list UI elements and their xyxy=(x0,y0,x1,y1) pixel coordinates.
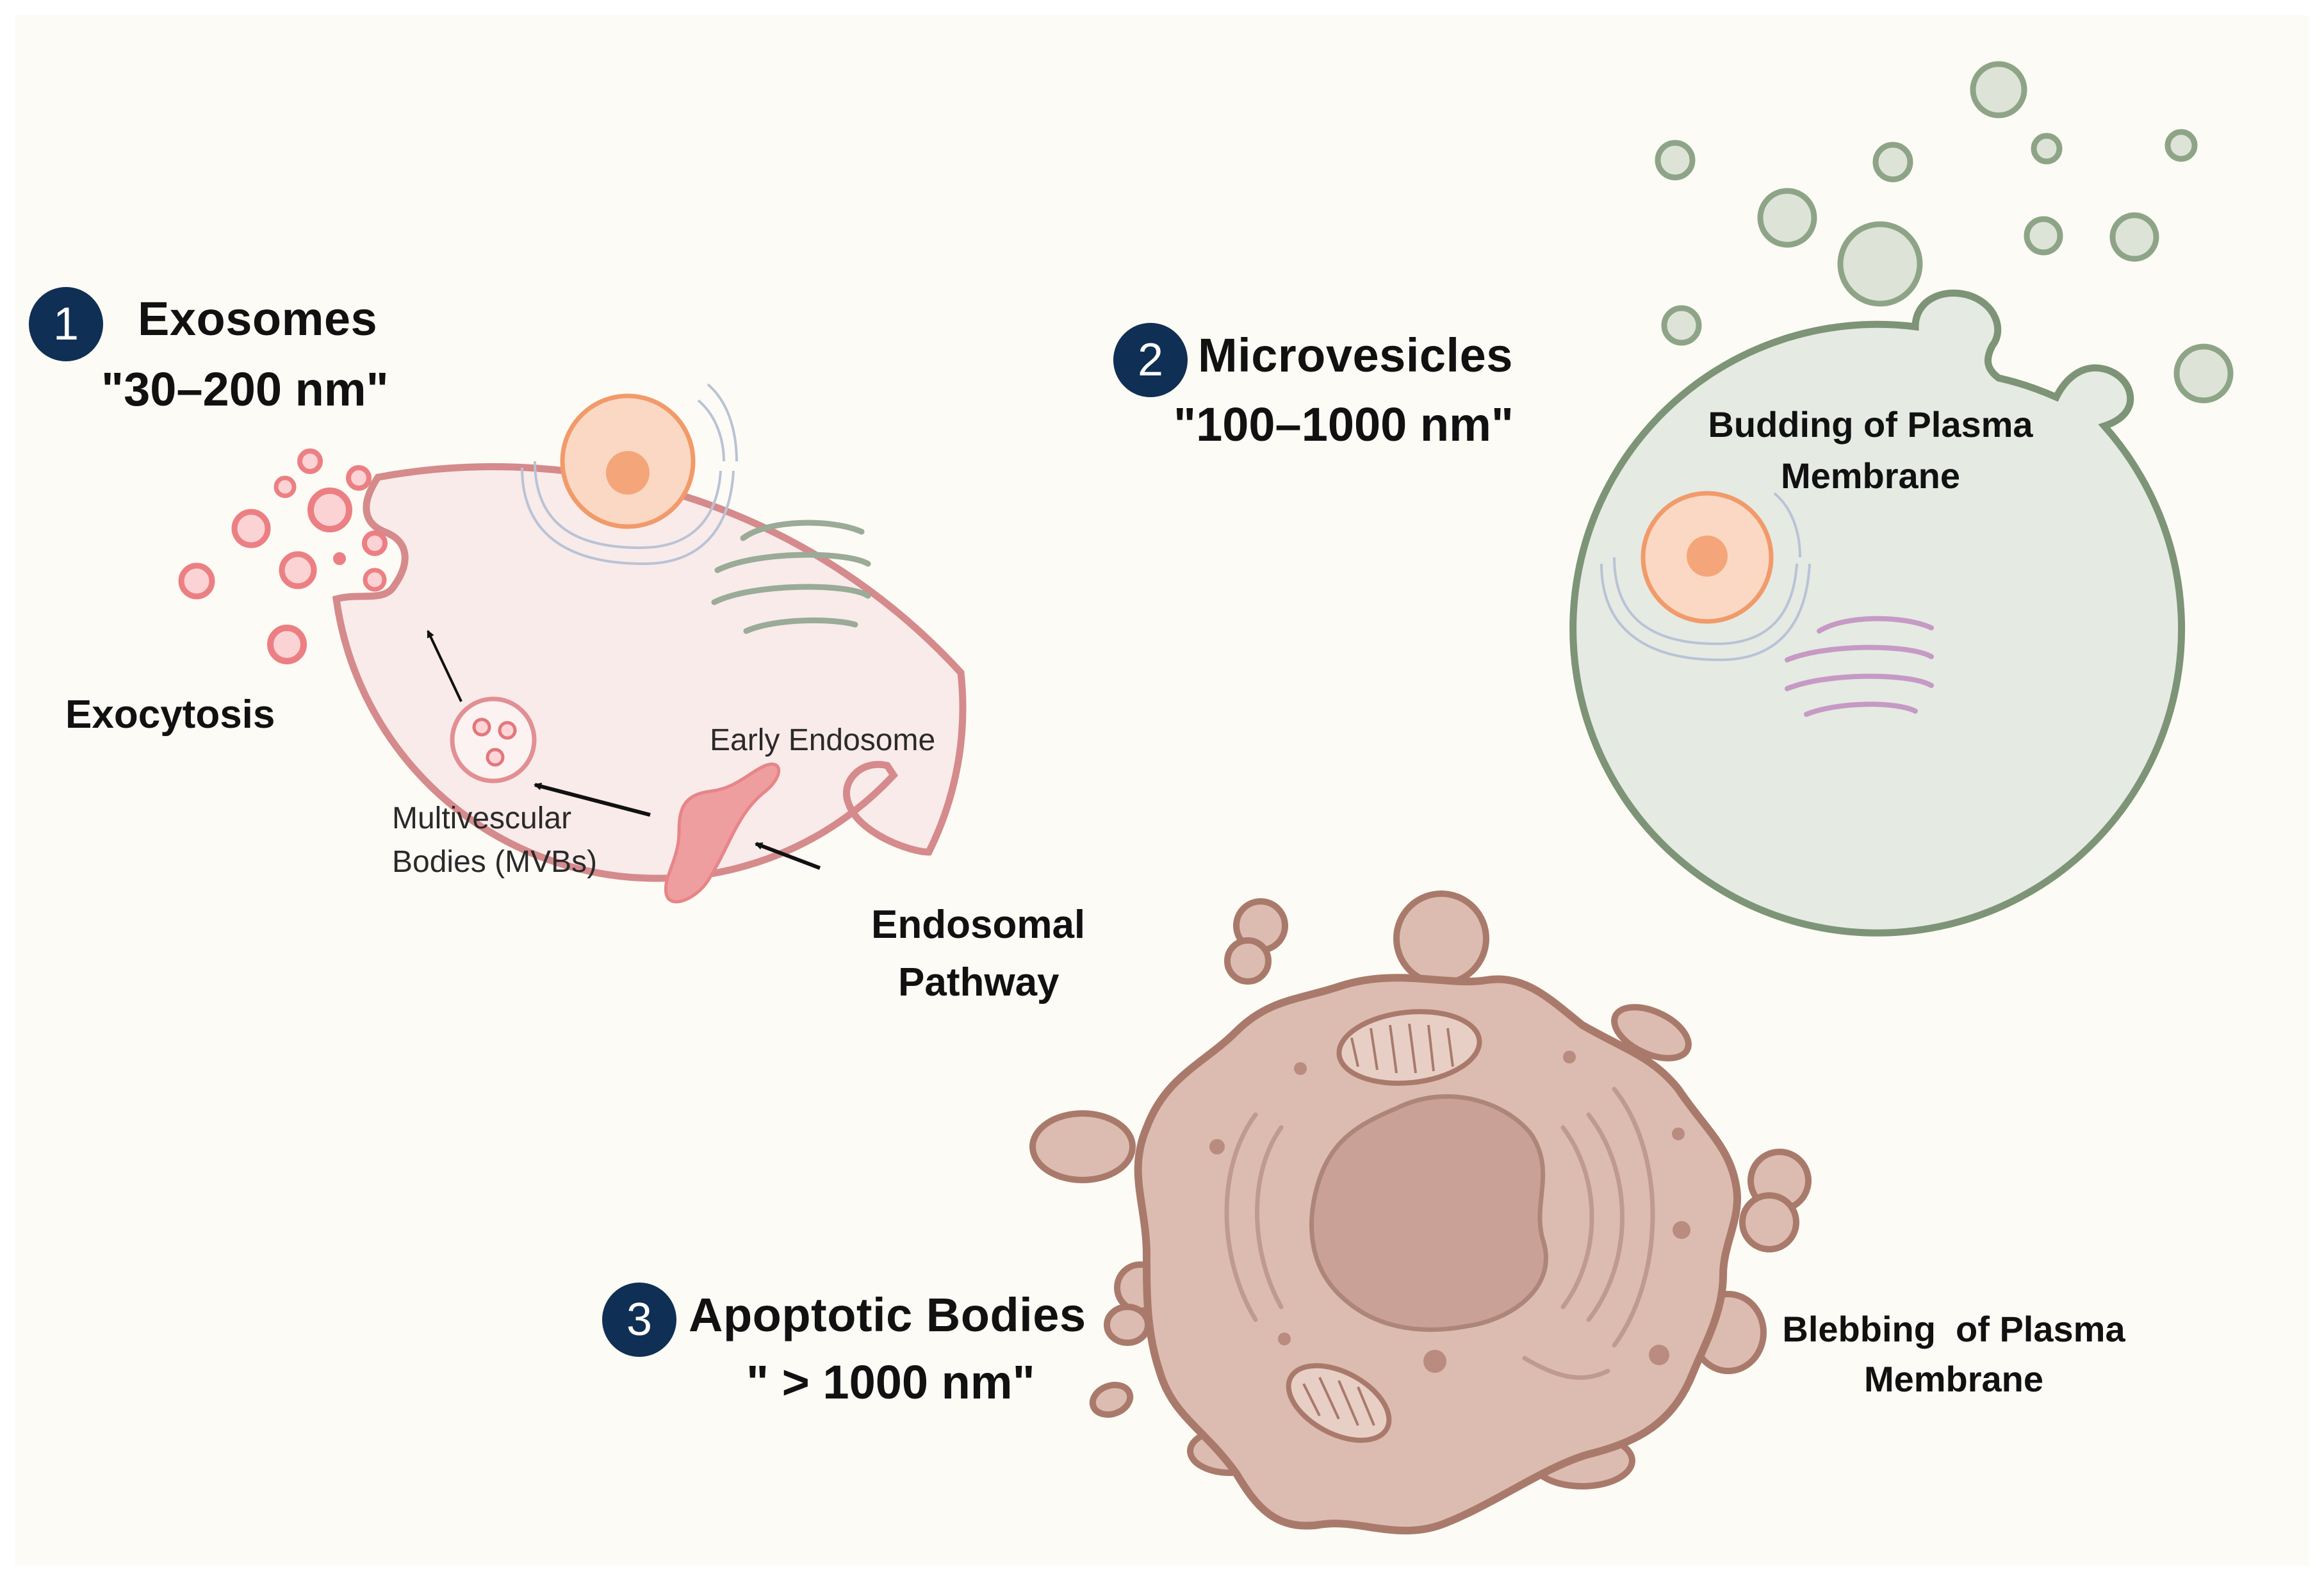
microvesicle-cell xyxy=(1569,289,2186,937)
exosomes-number-badge: 1 xyxy=(29,287,103,361)
budding-label-line2: Membrane xyxy=(1780,455,1961,496)
microvesicle-cell-membrane xyxy=(1569,289,2186,937)
mvb-body xyxy=(450,696,537,783)
exosome-cell xyxy=(332,383,967,904)
exocytosis-label: Exocytosis xyxy=(65,693,275,737)
apoptotic-number-badge: 3 xyxy=(602,1283,676,1357)
endosomal-pathway-line1: Endosomal xyxy=(871,903,1086,947)
exosomes-size: "30–200 nm" xyxy=(101,363,389,416)
microvesicle-er xyxy=(1600,492,1811,662)
blebbing-label-line1: Blebbing of Plasma xyxy=(1782,1309,2125,1349)
early-endosome-label: Early Endosome xyxy=(710,723,936,757)
mvb-label-line1: Multivescular xyxy=(392,801,572,835)
apoptotic-title: Apoptotic Bodies xyxy=(689,1288,1086,1341)
microvesicle-golgi xyxy=(1785,616,1934,717)
exosome-golgi xyxy=(711,520,871,634)
budding-label-line1: Budding of Plasma xyxy=(1708,404,2033,445)
microvesicle-nucleolus xyxy=(1687,536,1728,577)
exosomes-title: Exosomes xyxy=(138,292,378,345)
arrow-endosome-to-mvb xyxy=(534,782,651,817)
apoptotic-mitochondria xyxy=(1286,1009,1482,1443)
microvesicles-number-badge: 2 xyxy=(1113,323,1188,397)
exosome-vesicles xyxy=(178,448,388,664)
apoptotic-cristae xyxy=(1302,1023,1454,1426)
arrow-mvb-to-membrane xyxy=(427,630,462,702)
exosome-er xyxy=(521,383,738,566)
mvb-label-line2: Bodies (MVBs) xyxy=(392,845,598,879)
apoptotic-size: " > 1000 nm" xyxy=(746,1356,1035,1409)
microvesicles-title: Microvesicles xyxy=(1198,329,1513,382)
apoptotic-granules xyxy=(1209,1051,1690,1373)
arrow-pathway-to-endosome xyxy=(755,842,821,870)
exosome-nucleolus xyxy=(606,451,650,495)
apoptotic-er xyxy=(1224,1087,1655,1380)
endosomal-pathway-line2: Pathway xyxy=(898,960,1060,1005)
apoptotic-cell xyxy=(1134,974,1742,1535)
apoptotic-nucleus xyxy=(1309,1094,1548,1333)
early-endosome xyxy=(664,762,781,904)
microvesicles-size: "100–1000 nm" xyxy=(1174,398,1514,451)
blebbing-label-line2: Membrane xyxy=(1863,1359,2044,1399)
microvesicle-vesicles xyxy=(1655,61,2234,404)
